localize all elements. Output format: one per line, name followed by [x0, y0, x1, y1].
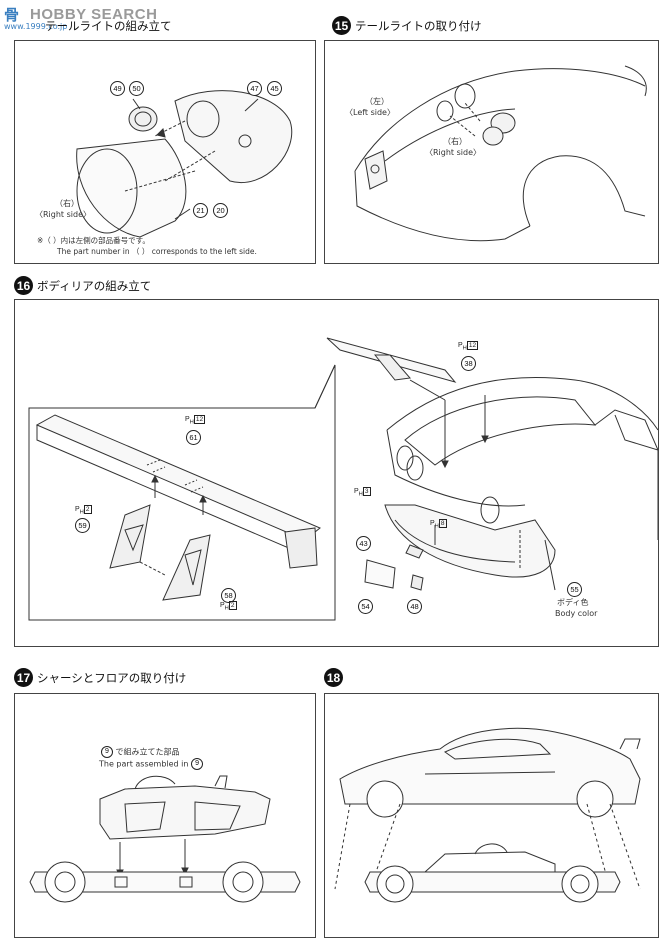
- watermark-title: HOBBY SEARCH: [30, 6, 158, 23]
- step-15-header: 15 テールライトの取り付け: [332, 16, 482, 35]
- right-side-label-en: 〈Right side〉: [35, 210, 91, 219]
- body-chassis-final-diagram: [334, 727, 641, 903]
- part-54: 54: [358, 599, 373, 614]
- assembled-part-text-jp: で組み立てた部品: [115, 747, 180, 757]
- step-14-header: 14 テールライトの組み立て: [22, 16, 172, 35]
- step-16-header: 16 ボディリアの組み立て: [14, 276, 151, 295]
- assembled-part-text-en: The part assembled in: [99, 759, 189, 769]
- right-side-label-en-15: 〈Right side〉: [425, 148, 481, 157]
- part-58: 58: [221, 588, 236, 603]
- assembled-part-ref-en: The part assembled in 9: [99, 758, 204, 770]
- ref-step-9-badge-en: 9: [191, 758, 204, 770]
- rear-body-assembly-diagram: [28, 337, 658, 621]
- step-16-number: 16: [14, 276, 33, 295]
- step-17-number: 17: [14, 668, 33, 687]
- part-38: 38: [461, 356, 476, 371]
- taillight-install-diagram: [354, 65, 647, 242]
- watermark-url: www.1999.co.jp: [4, 22, 68, 31]
- part-50: 50: [129, 81, 144, 96]
- panel-step-18: [324, 693, 659, 938]
- left-side-note-jp: ※（ ）内は左側の部品番号です。: [37, 236, 150, 245]
- step-15-number: 15: [332, 16, 351, 35]
- step-18-number: 18: [324, 668, 343, 687]
- panel-step-15: （左） 〈Left side〉 （右） 〈Right side〉: [324, 40, 659, 264]
- step-17-title: シャーシとフロアの取り付け: [37, 670, 187, 685]
- part-43: 43: [356, 536, 371, 551]
- left-side-label-en: 〈Left side〉: [345, 108, 395, 117]
- ref-step-9-badge: 9: [101, 746, 113, 758]
- taillight-assembly-diagram: [76, 90, 293, 238]
- step-14-title: テールライトの組み立て: [45, 18, 172, 33]
- chassis-floor-diagram: [29, 775, 301, 903]
- part-55: 55: [567, 582, 582, 597]
- step-18-header: 18: [324, 668, 343, 687]
- watermark: 骨 HOBBY SEARCH www.1999.co.jp: [2, 2, 162, 32]
- part-21: 21: [193, 203, 208, 218]
- assembled-part-ref-jp: 9 で組み立てた部品: [101, 746, 180, 758]
- step-17-header: 17 シャーシとフロアの取り付け: [14, 668, 186, 687]
- part-48: 48: [407, 599, 422, 614]
- body-color-label-jp: ボディ色: [557, 598, 589, 607]
- left-side-label-jp: （左）: [365, 97, 389, 106]
- step-16-title: ボディリアの組み立て: [37, 278, 152, 293]
- body-color-label-en: Body color: [555, 609, 598, 618]
- part-47: 47: [247, 81, 262, 96]
- part-45: 45: [267, 81, 282, 96]
- panel-step-14: 49 50 47 45 21 20 （右） 〈Right side〉 ※（ ）内…: [14, 40, 316, 264]
- right-side-label-jp-15: （右）: [443, 137, 467, 146]
- step-15-title: テールライトの取り付け: [355, 18, 482, 33]
- watermark-logo-icon: 骨: [4, 6, 20, 24]
- right-side-label-jp: （右）: [55, 199, 79, 208]
- part-59: 59: [75, 518, 90, 533]
- left-side-note-en: The part number in （ ） corresponds to th…: [57, 247, 257, 256]
- part-20: 20: [213, 203, 228, 218]
- part-49: 49: [110, 81, 125, 96]
- part-61: 61: [186, 430, 201, 445]
- panel-step-17: 9 で組み立てた部品 The part assembled in 9: [14, 693, 316, 938]
